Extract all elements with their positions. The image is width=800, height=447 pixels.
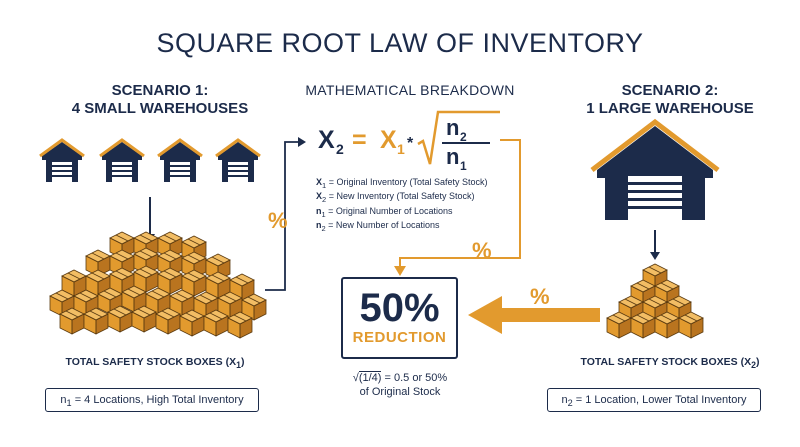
scenario2-title-line1: SCENARIO 2: bbox=[621, 82, 719, 99]
legend-item: n2 = New Number of Locations bbox=[316, 219, 440, 233]
formula-x2-sub: 2 bbox=[336, 141, 344, 157]
scenario2-heading: SCENARIO 2: 1 LARGE WAREHOUSE bbox=[560, 82, 780, 118]
sqrt-line2: of Original Stock bbox=[359, 386, 441, 398]
scenario2-caption: TOTAL SAFETY STOCK BOXES (X2) bbox=[580, 356, 760, 371]
formula-x1: X bbox=[380, 126, 397, 154]
sqrt-rest: = 0.5 or 50% bbox=[381, 372, 448, 384]
formula-eq: = bbox=[352, 126, 367, 154]
scenario1-info-box: n1 = 4 Locations, High Total Inventory bbox=[45, 388, 259, 412]
small-warehouse-icon bbox=[98, 138, 146, 184]
formula-n1-sub: 1 bbox=[460, 159, 467, 173]
arrow-down-icon bbox=[650, 230, 660, 260]
scenario1-title-line2: 4 SMALL WAREHOUSES bbox=[71, 100, 249, 117]
legend-item: n1 = Original Number of Locations bbox=[316, 205, 453, 219]
formula-legend: X1 = Original Inventory (Total Safety St… bbox=[316, 177, 536, 234]
page-title: SQUARE ROOT LAW OF INVENTORY bbox=[156, 28, 644, 58]
sqrt-icon bbox=[417, 110, 500, 165]
safety-stock-boxes-large-pile bbox=[49, 231, 267, 339]
formula-x2: X bbox=[318, 126, 335, 154]
safety-stock-boxes-small-pile bbox=[606, 263, 704, 339]
scenario2-info-box: n2 = 1 Location, Lower Total Inventory bbox=[547, 388, 761, 412]
scenario1-title-line1: SCENARIO 1: bbox=[111, 82, 209, 99]
percent-symbol: % bbox=[268, 208, 288, 233]
sqrt-expr: (1/4) bbox=[358, 371, 382, 384]
big-arrow-left-icon bbox=[468, 296, 600, 334]
reduction-value: 50% bbox=[359, 286, 440, 330]
scenario1-heading: SCENARIO 1: 4 SMALL WAREHOUSES bbox=[40, 82, 280, 118]
small-warehouse-icon bbox=[214, 138, 262, 184]
scenario2-title-line2: 1 LARGE WAREHOUSE bbox=[586, 100, 754, 117]
connector-arrow bbox=[265, 137, 306, 291]
small-warehouse-icon bbox=[38, 138, 86, 184]
formula: X 2 = X 1 * n 2 n 1 bbox=[318, 110, 500, 173]
formula-n1: n bbox=[446, 144, 459, 169]
formula-n2-sub: 2 bbox=[460, 130, 467, 144]
small-warehouse-icon bbox=[156, 138, 204, 184]
sqrt-explanation: √(1/4) = 0.5 or 50% of Original Stock bbox=[320, 371, 480, 399]
percent-symbol: % bbox=[530, 284, 550, 309]
legend-item: X1 = Original Inventory (Total Safety St… bbox=[316, 177, 488, 190]
percent-symbol: % bbox=[472, 238, 492, 263]
connector-arrow-orange bbox=[394, 139, 521, 276]
scenario1-caption: TOTAL SAFETY STOCK BOXES (X1) bbox=[65, 356, 245, 371]
reduction-callout: 50% REDUCTION bbox=[341, 277, 458, 359]
formula-n2: n bbox=[446, 115, 459, 140]
large-warehouse-icon bbox=[590, 118, 720, 220]
reduction-label: REDUCTION bbox=[352, 329, 447, 346]
sqrt-symbol-icon: √ bbox=[352, 372, 359, 384]
formula-times: * bbox=[407, 135, 414, 152]
breakdown-heading: MATHEMATICAL BREAKDOWN bbox=[305, 82, 515, 98]
legend-item: X2 = New Inventory (Total Safety Stock) bbox=[316, 191, 475, 205]
formula-x1-sub: 1 bbox=[397, 141, 405, 157]
